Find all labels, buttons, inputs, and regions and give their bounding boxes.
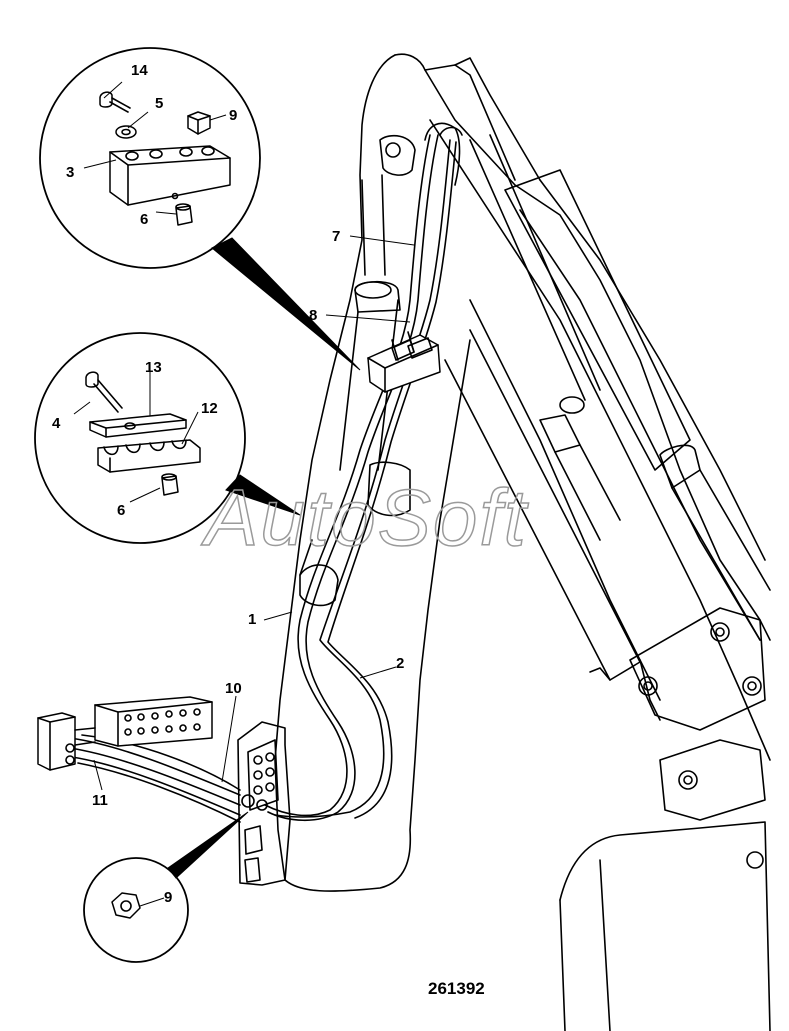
callout-9-bottom: 9: [164, 889, 172, 906]
hex-nut-part: [111, 892, 141, 919]
callout-3: 3: [66, 164, 74, 181]
boom-foot-block: [237, 721, 291, 886]
spacer-part: [175, 203, 193, 226]
callout-1: 1: [248, 611, 256, 628]
callout-13: 13: [145, 359, 162, 376]
detail-circle-clamp: [34, 332, 301, 544]
clamp-spacer-part: [161, 473, 179, 496]
boom-assembly: [274, 53, 771, 1031]
nut-part: [187, 111, 211, 135]
valve-block: [37, 696, 213, 771]
callout-4: 4: [52, 415, 61, 432]
callout-7: 7: [332, 228, 340, 245]
callout-14: 14: [131, 62, 148, 79]
clamp-bracket-part: [109, 145, 231, 206]
drawing-number: 261392: [428, 979, 485, 998]
callout-6-top: 6: [140, 211, 148, 228]
callout-2: 2: [396, 655, 404, 672]
callout-5: 5: [155, 95, 163, 112]
clamp-plate-part: [89, 413, 187, 438]
callout-labels: 14 5 9 3 6 7 8 13 12 4 6 1 2 10 11 9: [52, 62, 404, 906]
detail-circle-bracket: [39, 47, 361, 371]
bolt-part: [99, 91, 131, 113]
callout-8: 8: [309, 307, 317, 324]
hose-bracket-installed: [367, 331, 441, 393]
callout-6-mid: 6: [117, 502, 125, 519]
callout-10: 10: [225, 680, 242, 697]
watermark-text: AutoSoft: [201, 473, 529, 562]
callout-9-top: 9: [229, 107, 237, 124]
callout-11: 11: [92, 792, 108, 809]
leader-lines: [73, 81, 415, 907]
clamp-block-part: [97, 439, 201, 473]
callout-12: 12: [201, 400, 218, 417]
detail-circle-nut: [83, 811, 249, 963]
clamp-bolt-part: [85, 371, 123, 413]
washer-part: [115, 125, 137, 139]
